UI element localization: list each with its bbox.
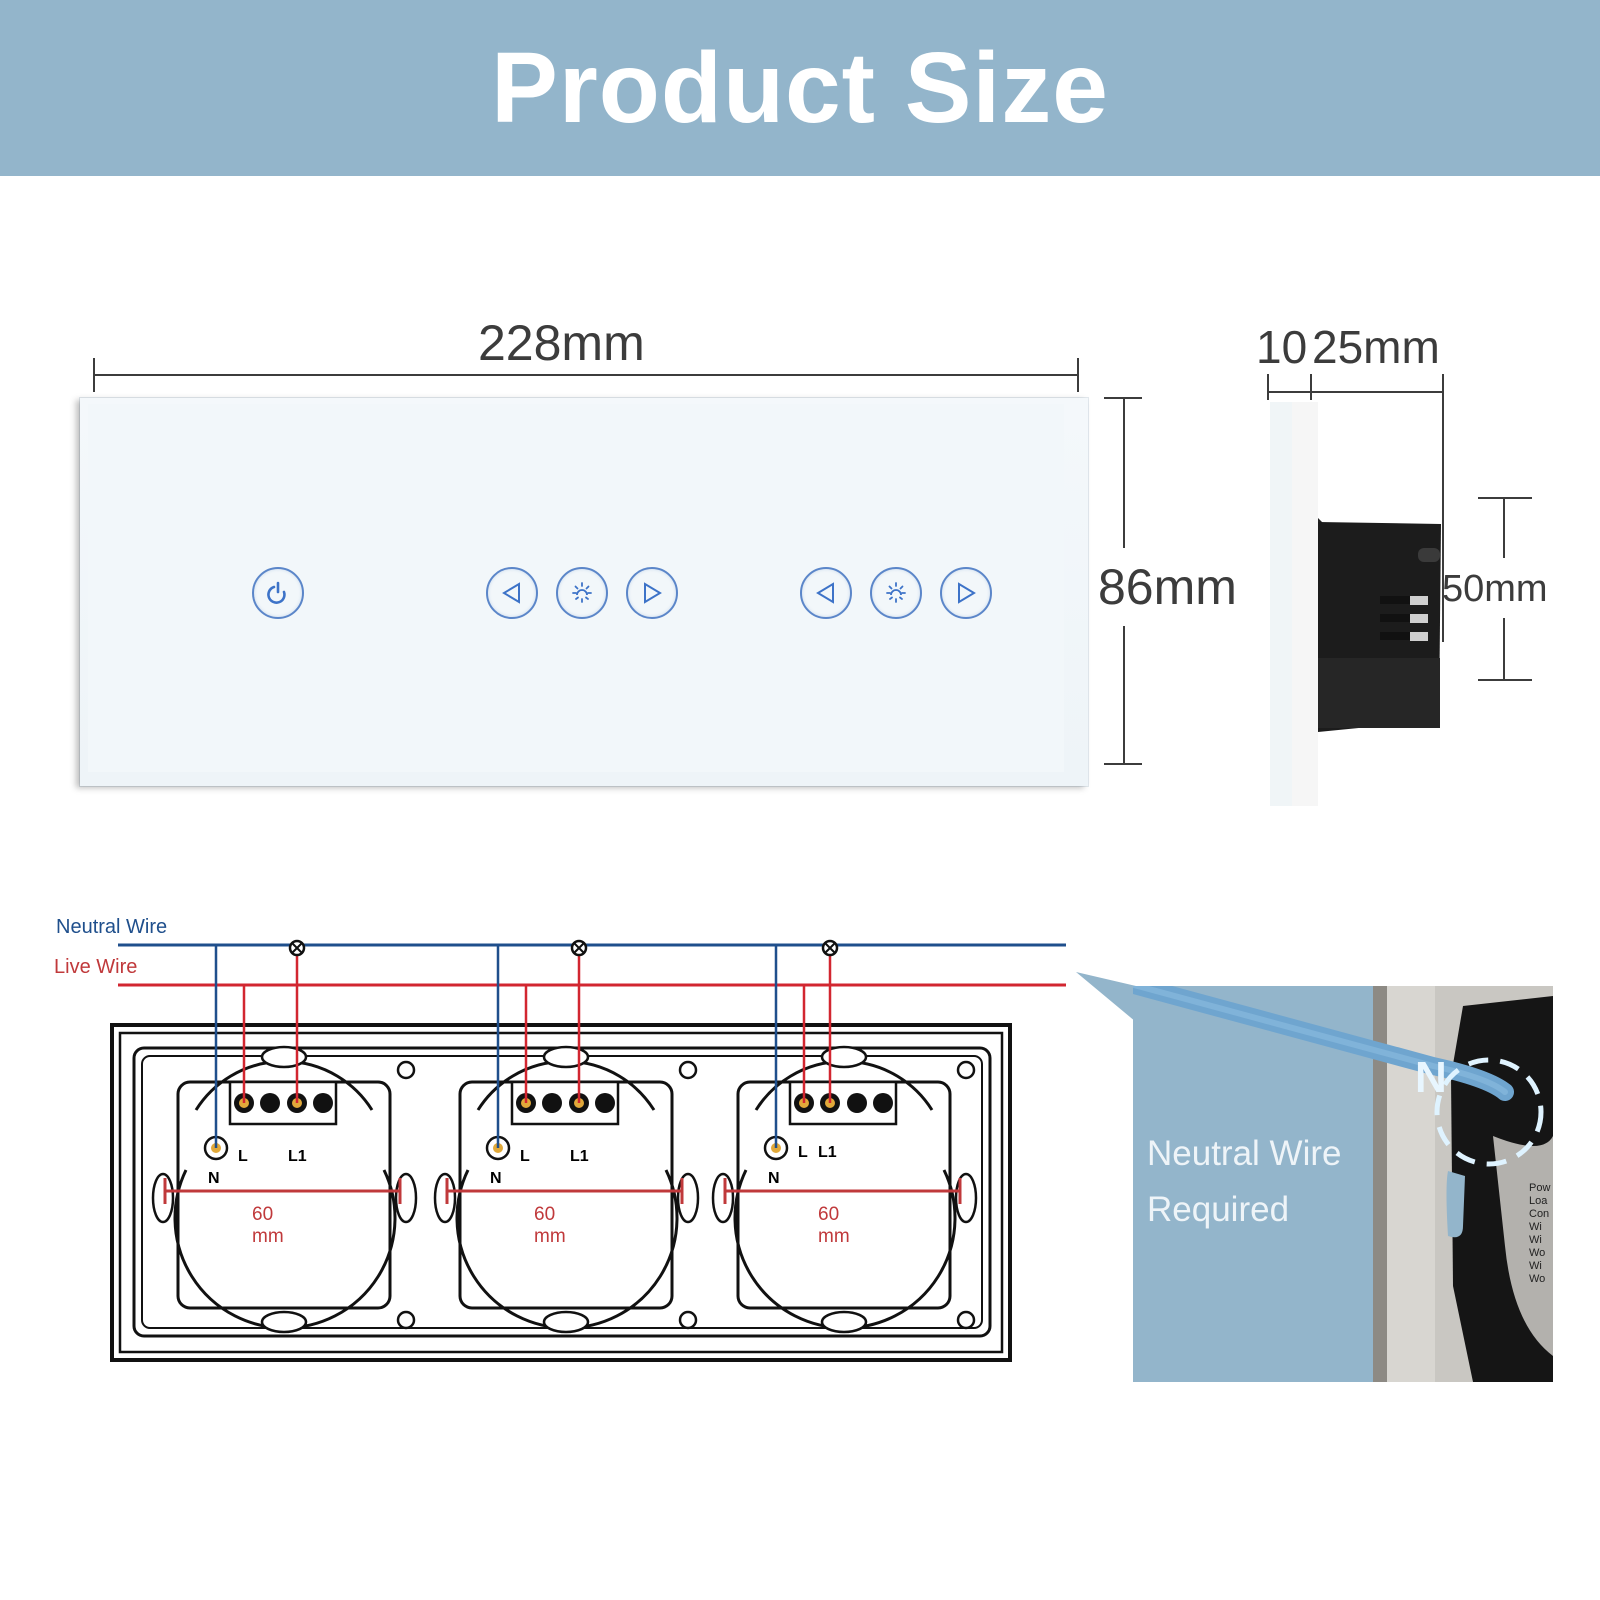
terminal-l-label: L bbox=[520, 1148, 530, 1165]
module-1 bbox=[151, 939, 418, 1334]
switch-side-profile bbox=[1268, 400, 1488, 810]
terminal-n-label: N bbox=[208, 1170, 220, 1187]
right-triangle-icon bbox=[954, 581, 978, 605]
brightness-icon bbox=[882, 579, 910, 607]
dimmer-1-up-button[interactable] bbox=[626, 567, 678, 619]
width-dimension-line bbox=[92, 350, 1082, 394]
dimmer-2-toggle-button[interactable] bbox=[870, 567, 922, 619]
brightness-icon bbox=[568, 579, 596, 607]
left-triangle-icon bbox=[500, 581, 524, 605]
terminal-n-label: N bbox=[768, 1170, 780, 1187]
neutral-wire-callout: N Neutral Wire Required Pow Loa Con Wi W… bbox=[1133, 986, 1553, 1382]
dimmer-1-down-button[interactable] bbox=[486, 567, 538, 619]
live-wire-label: Live Wire bbox=[54, 956, 138, 978]
diameter-label: 60 mm bbox=[818, 1204, 850, 1247]
glass-thickness-label: 10 bbox=[1256, 321, 1308, 373]
width-label: 228mm bbox=[478, 315, 645, 371]
callout-line-2: Required bbox=[1147, 1190, 1290, 1229]
wiring-diagram bbox=[0, 930, 1080, 1370]
callout-line-1: Neutral Wire bbox=[1147, 1134, 1342, 1173]
terminal-l1-label: L1 bbox=[818, 1144, 837, 1161]
header-banner: Product Size bbox=[0, 0, 1600, 176]
box-height-label: 50mm bbox=[1442, 568, 1548, 610]
depth-reference-line bbox=[1442, 392, 1446, 642]
callout-pointer bbox=[1076, 972, 1146, 1042]
callout-marker: N bbox=[1415, 1053, 1447, 1102]
depth-label: 25mm bbox=[1312, 321, 1440, 373]
dimmer-1-toggle-button[interactable] bbox=[556, 567, 608, 619]
height-dimension-line bbox=[1100, 396, 1146, 768]
dimmer-2-up-button[interactable] bbox=[940, 567, 992, 619]
terminal-l1-label: L1 bbox=[288, 1148, 307, 1165]
terminal-l1-label: L1 bbox=[570, 1148, 589, 1165]
device-label-partial: Pow Loa Con Wi Wi Wo Wi Wo bbox=[1529, 1182, 1551, 1285]
page-title: Product Size bbox=[491, 31, 1109, 144]
diameter-label: 60 mm bbox=[252, 1204, 284, 1247]
left-triangle-icon bbox=[814, 581, 838, 605]
right-triangle-icon bbox=[640, 581, 664, 605]
side-dimension-line bbox=[1266, 372, 1446, 402]
power-icon bbox=[265, 580, 291, 606]
terminal-n-label: N bbox=[490, 1170, 502, 1187]
terminal-l-label: L bbox=[238, 1148, 248, 1165]
module-3 bbox=[711, 939, 978, 1334]
diameter-label: 60 mm bbox=[534, 1204, 566, 1247]
box-height-dimension-line bbox=[1476, 496, 1536, 686]
height-label: 86mm bbox=[1098, 559, 1237, 615]
switch-front-panel bbox=[80, 398, 1088, 786]
dimmer-2-down-button[interactable] bbox=[800, 567, 852, 619]
power-button[interactable] bbox=[252, 567, 304, 619]
terminal-l-label: L bbox=[798, 1144, 808, 1161]
neutral-wire-label: Neutral Wire bbox=[56, 916, 168, 938]
module-2 bbox=[433, 939, 700, 1334]
